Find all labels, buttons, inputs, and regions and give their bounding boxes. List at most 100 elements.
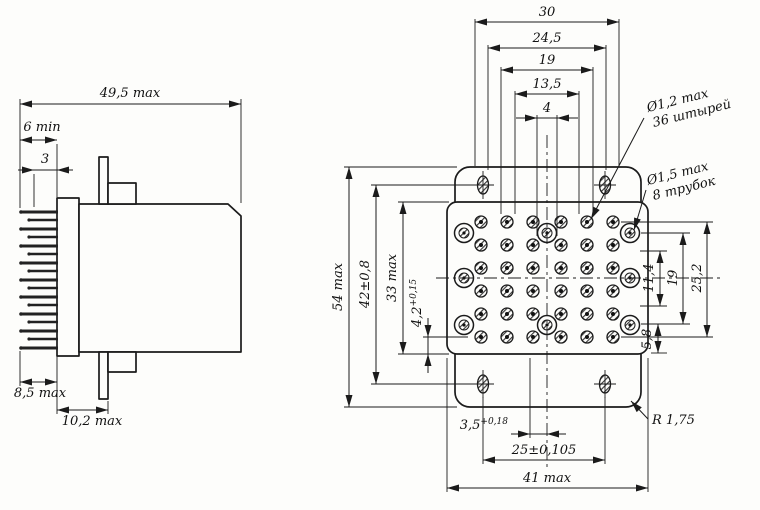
contact-pin-center xyxy=(611,243,615,247)
front-view xyxy=(446,166,649,408)
contact-pin-center xyxy=(505,312,509,316)
contact-pin-center xyxy=(585,243,589,247)
contact-pin-center xyxy=(479,266,483,270)
dim-11-4-label: 11,4 xyxy=(642,264,657,293)
dim-4-label: 4 xyxy=(542,101,551,116)
dim-pin-step-label: 3 xyxy=(41,152,49,167)
tube-contact-center xyxy=(462,323,466,327)
contact-pin-center xyxy=(585,312,589,316)
contact-pin-center xyxy=(559,266,563,270)
dim-33-max-label: 33 max xyxy=(385,253,400,302)
contact-pin-center xyxy=(611,335,615,339)
dim-tab-offset-label: 10,2 max xyxy=(62,414,123,429)
contact-pin-center xyxy=(585,220,589,224)
dim-pin-protrusion-label: 6 min xyxy=(23,120,60,135)
contact-pin-center xyxy=(531,220,535,224)
tube-contact-center xyxy=(628,231,632,235)
dim-overall-width-label: 49,5 max xyxy=(99,86,161,101)
leader-pins xyxy=(590,117,645,220)
side-pin-tip xyxy=(27,286,31,290)
side-pin-tip xyxy=(19,261,23,265)
contact-pin-center xyxy=(505,243,509,247)
side-pin-tip xyxy=(27,252,31,256)
side-view-bottom-mounting-tab xyxy=(98,351,137,400)
dim-24-5-label: 24,5 xyxy=(532,31,562,46)
contact-pin-center xyxy=(531,312,535,316)
dim-pin-length-label: 8,5 max xyxy=(14,386,67,401)
front-view-dimension-lines xyxy=(345,18,711,492)
tube-contact-center xyxy=(462,231,466,235)
contact-pin-center xyxy=(559,335,563,339)
contact-pin-center xyxy=(531,266,535,270)
mounting-holes xyxy=(472,171,616,398)
side-pin-tip xyxy=(19,346,23,350)
contact-pin-center xyxy=(479,220,483,224)
contact-pin-center xyxy=(585,266,589,270)
side-pin-tip xyxy=(19,312,23,316)
contact-pin-center xyxy=(559,243,563,247)
side-pin-tip xyxy=(19,278,23,282)
contact-pin-center xyxy=(559,220,563,224)
side-pin-tip xyxy=(19,244,23,248)
side-pin-tip xyxy=(19,210,23,214)
leader-tubes xyxy=(633,189,647,231)
contact-pin-center xyxy=(479,289,483,293)
callout-radius-label: R 1,75 xyxy=(651,413,695,428)
side-view-dimension-lines xyxy=(18,100,241,414)
side-pin-tip xyxy=(27,235,31,239)
contact-pin-center xyxy=(531,289,535,293)
contact-pin-center xyxy=(611,289,615,293)
side-pin-tip xyxy=(27,303,31,307)
contact-pin-center xyxy=(531,243,535,247)
side-view xyxy=(19,156,242,400)
side-pin-tip xyxy=(27,269,31,273)
dim-13-5-label: 13,5 xyxy=(533,77,562,92)
side-pin-tip xyxy=(19,329,23,333)
contact-pin-center xyxy=(531,335,535,339)
callout-tubes: Ø1,5 max 8 трубок xyxy=(644,159,717,204)
dim-4-2-label: 4,2+0,15 xyxy=(409,279,425,329)
dim-19-right-label: 19 xyxy=(666,270,681,287)
dim-5-8-label: 5,8 xyxy=(640,329,655,350)
contact-pin-center xyxy=(479,335,483,339)
tube-contact-center xyxy=(628,323,632,327)
side-view-top-mounting-tab xyxy=(98,156,137,205)
callout-pins: Ø1,2 max 36 штырей xyxy=(644,86,732,131)
side-pin-tip xyxy=(27,337,31,341)
contact-pin-center xyxy=(505,266,509,270)
contact-pin-center xyxy=(611,266,615,270)
dim-54-max-label: 54 max xyxy=(331,262,346,311)
contact-pin-center xyxy=(559,289,563,293)
contact-pin-center xyxy=(585,335,589,339)
contact-pin-center xyxy=(559,312,563,316)
contact-pin-grid xyxy=(474,215,620,344)
side-pin-tip xyxy=(27,218,31,222)
contact-pin-center xyxy=(611,312,615,316)
side-pin-tip xyxy=(19,295,23,299)
dim-25-label: 25±0,105 xyxy=(511,443,577,458)
side-pin-tip xyxy=(19,227,23,231)
dim-25-2-label: 25,2 xyxy=(690,264,705,294)
side-pin-tip xyxy=(27,320,31,324)
contact-pin-center xyxy=(505,289,509,293)
dim-19-top-label: 19 xyxy=(539,53,556,68)
tube-contact-center xyxy=(545,323,549,327)
dim-30-label: 30 xyxy=(539,5,556,20)
side-view-pin-plate xyxy=(56,197,80,357)
contact-pin-center xyxy=(479,243,483,247)
contact-pin-center xyxy=(505,220,509,224)
side-view-body xyxy=(78,203,242,353)
front-view-dimensions: 30 24,5 19 13,5 4 54 max 42±0,8 33 max 4… xyxy=(331,5,733,492)
contact-pin-center xyxy=(505,335,509,339)
side-view-dimensions: 49,5 max 6 min 3 8,5 max 10,2 max xyxy=(14,86,242,429)
contact-pin-center xyxy=(611,220,615,224)
leader-radius xyxy=(630,400,649,420)
contact-pin-center xyxy=(479,312,483,316)
centerlines xyxy=(436,135,722,468)
dim-3-5-label: 3,5+0,18 xyxy=(460,417,509,433)
dim-41-max-label: 41 max xyxy=(522,471,572,486)
dim-42-label: 42±0,8 xyxy=(358,260,373,309)
contact-pin-center xyxy=(585,289,589,293)
